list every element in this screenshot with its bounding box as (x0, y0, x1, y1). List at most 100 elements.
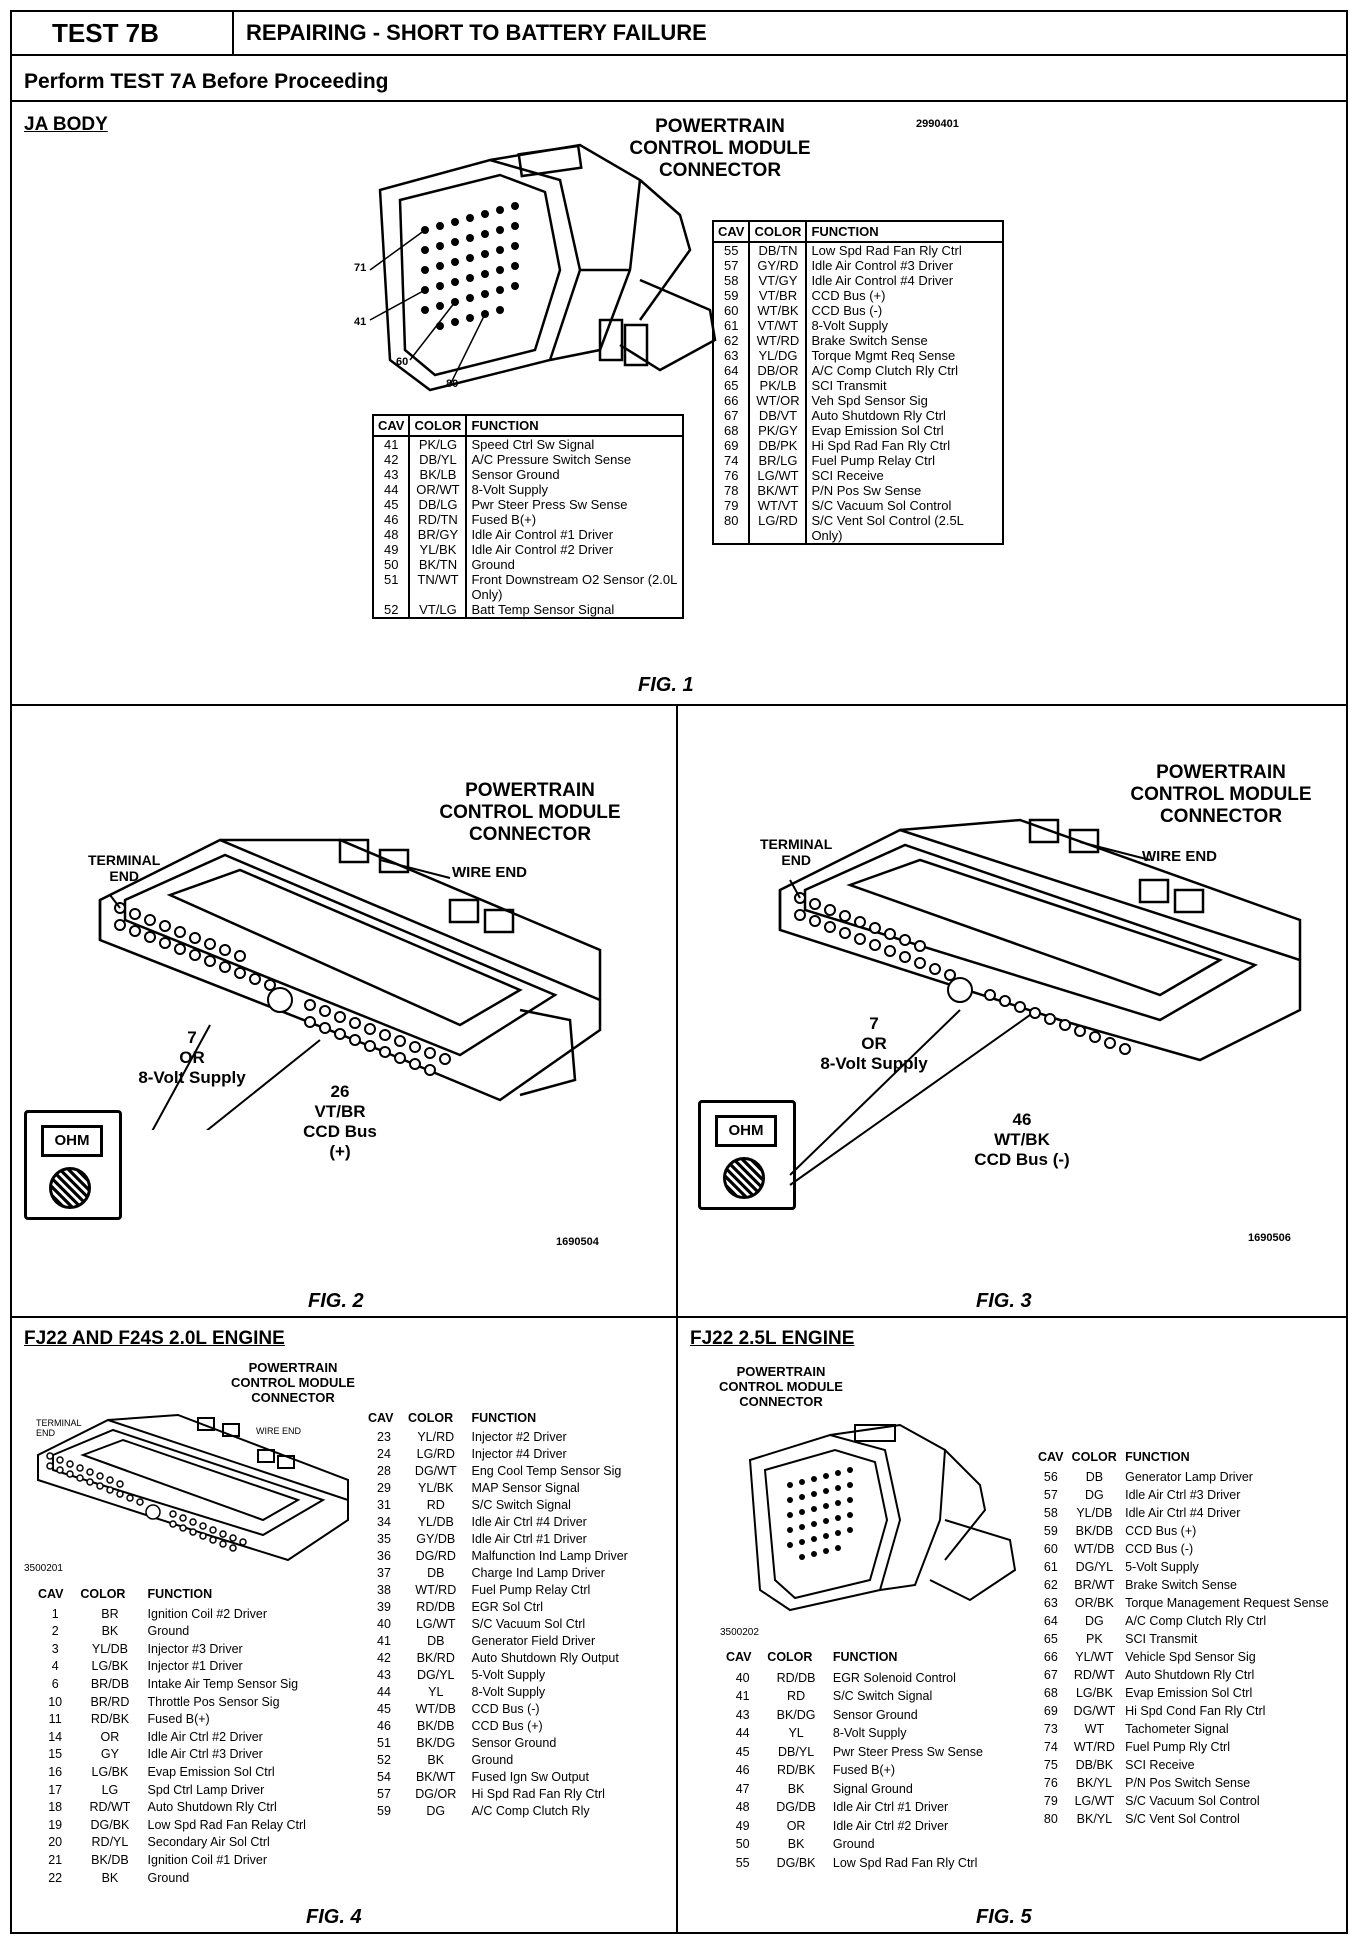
cell-color: DB/BK (1075, 1758, 1114, 1772)
fig3-meter-display: OHM (715, 1115, 777, 1147)
cell-cav: 74 (724, 453, 739, 468)
cell-function: P/N Pos Switch Sense (1125, 1776, 1251, 1790)
cell-function: Injector #4 Driver (471, 1447, 567, 1461)
fig4-drawing-code: 3500201 (24, 1563, 63, 1574)
cell-function: Torque Mgmt Req Sense (805, 348, 1003, 363)
cell-function: Sensor Ground (465, 467, 683, 482)
cell-cav: 11 (48, 1712, 62, 1727)
cell-cav: 58 (1043, 1506, 1058, 1520)
fig4-connector-title: POWERTRAIN CONTROL MODULE CONNECTOR (231, 1360, 355, 1405)
cell-color: GY/RD (748, 258, 807, 273)
cell-function: 5-Volt Supply (471, 1668, 546, 1682)
cell-cav: 47 (735, 1781, 750, 1796)
cell-cav: 31 (377, 1498, 391, 1512)
fig1-connector-title: POWERTRAIN CONTROL MODULE CONNECTOR (629, 116, 811, 181)
cell-color: BK/DG (416, 1736, 456, 1750)
cell-function: Ground (465, 557, 683, 572)
cell-function: SCI Transmit (805, 378, 1003, 393)
cell-function: Idle Air Ctrl #3 Driver (147, 1747, 263, 1762)
cell-cav: 57 (1043, 1488, 1058, 1502)
cell-color: DG/RD (415, 1549, 456, 1563)
cell-function: Fuel Pump Rly Ctrl (1125, 1740, 1230, 1754)
cell-function: Low Spd Rad Fan Rly Ctrl (805, 242, 1003, 258)
cell-color: YL/DG (748, 348, 807, 363)
cell-function: Fused Ign Sw Output (471, 1770, 589, 1784)
cell-color: DB (427, 1566, 445, 1580)
page-frame (10, 10, 1348, 1934)
cell-cav: 4 (51, 1659, 59, 1674)
cell-function: Brake Switch Sense (805, 333, 1003, 348)
cell-color: TN/WT (408, 572, 467, 602)
cell-color: DG (1085, 1614, 1104, 1628)
cell-function: Signal Ground (832, 1781, 913, 1796)
cell-color: YL/BK (408, 542, 467, 557)
cell-function: Secondary Air Sol Ctrl (147, 1835, 270, 1850)
cell-color: BK (787, 1781, 805, 1796)
cell-cav: 57 (724, 258, 739, 273)
cell-function: S/C Vent Sol Control (1125, 1812, 1240, 1826)
fig1-callout-80: 80 (446, 378, 459, 390)
cell-function: EGR Solenoid Control (832, 1670, 956, 1685)
cell-color: DG/WT (414, 1464, 457, 1478)
fig1-connector-drawing (369, 143, 717, 392)
cell-cav: 60 (724, 303, 739, 318)
cell-color: RD/BK (776, 1763, 816, 1777)
cell-function: Fused B(+) (832, 1763, 896, 1777)
cell-color: BR (101, 1606, 119, 1621)
cell-color: LG/BK (91, 1659, 129, 1674)
cell-function: Low Spd Rad Fan Rly Ctrl (832, 1855, 978, 1870)
cell-cav: 43 (377, 1668, 391, 1682)
cell-color: DB/YL (408, 452, 467, 467)
cell-color: DG (426, 1804, 446, 1818)
cell-color: WT (1084, 1722, 1105, 1736)
cell-color: YL/BK (418, 1481, 454, 1495)
cell-function: 8-Volt Supply (832, 1726, 907, 1740)
cell-function: Ground (832, 1837, 875, 1851)
cell-cav: 76 (724, 468, 739, 483)
cell-color: VT/LG (408, 602, 467, 618)
cell-cav: 43 (735, 1707, 750, 1722)
cell-function: A/C Comp Clutch Rly Ctrl (805, 363, 1003, 378)
fig2-wire-end: WIRE END (452, 864, 527, 881)
cell-function: Charge Ind Lamp Driver (471, 1566, 605, 1580)
cell-color: RD/BK (90, 1712, 130, 1727)
cell-function: Ground (471, 1753, 514, 1767)
cell-function: Fused B(+) (465, 512, 683, 527)
cell-color: DB (1085, 1470, 1104, 1484)
cell-function: Front Downstream O2 Sensor (2.0L Only) (465, 572, 683, 602)
page-subtitle: Perform TEST 7A Before Proceeding (24, 70, 389, 93)
cell-cav: 52 (377, 1753, 391, 1767)
fig5-connector-drawing (748, 1423, 1017, 1612)
cell-color: BK/TN (408, 557, 467, 572)
cell-cav: 41 (735, 1689, 750, 1703)
cell-function: Ground (147, 1870, 190, 1885)
cell-color: DB/TN (748, 242, 807, 258)
cell-function: Ignition Coil #1 Driver (147, 1852, 268, 1867)
cell-color: PK/LB (748, 378, 807, 393)
cell-color: BK (101, 1624, 119, 1639)
cell-function: CCD Bus (+) (1125, 1524, 1197, 1538)
